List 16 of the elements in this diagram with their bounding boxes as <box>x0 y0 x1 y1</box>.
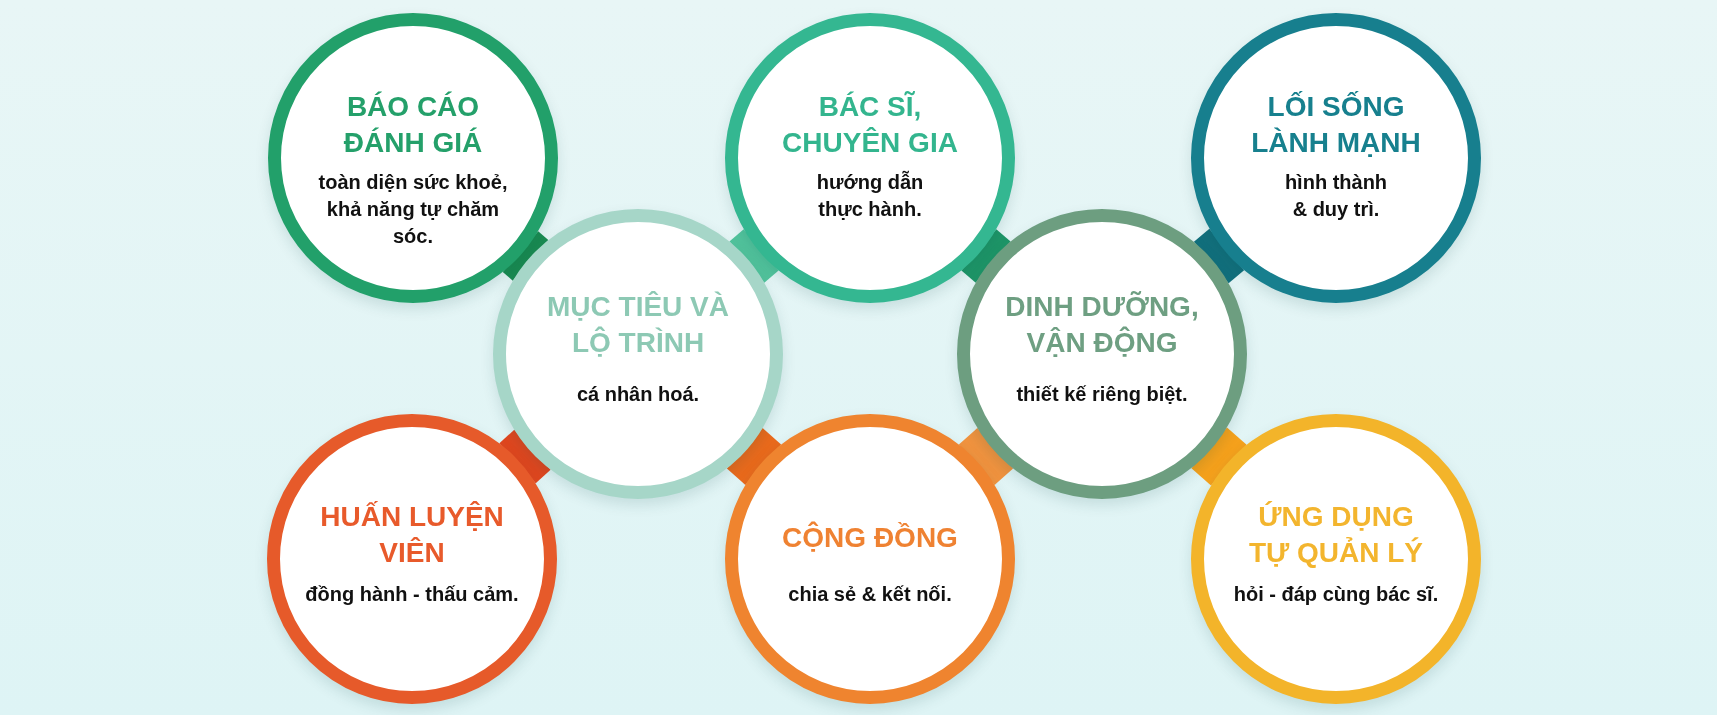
node-description: hình thành & duy trì. <box>1283 170 1389 222</box>
node-title: LỐI SỐNG LÀNH MẠNH <box>1250 90 1422 160</box>
node-title: MỤC TIÊU VÀ LỘ TRÌNH <box>546 290 730 360</box>
node-description: cá nhân hoá. <box>575 382 701 407</box>
node-title: DINH DƯỠNG, VẬN ĐỘNG <box>1004 290 1200 360</box>
node-description: chia sẻ & kết nối. <box>787 582 953 607</box>
node-description: hỏi - đáp cùng bác sĩ. <box>1232 582 1440 607</box>
node-title: ỨNG DỤNG TỰ QUẢN LÝ <box>1247 500 1425 570</box>
node-description: hướng dẫn thực hành. <box>815 169 925 222</box>
node-description: đồng hành - thấu cảm. <box>304 582 520 607</box>
node-description: thiết kế riêng biệt. <box>1015 382 1189 407</box>
node-title: HUẤN LUYỆN VIÊN <box>319 500 505 570</box>
node-title: BÁC SĨ, CHUYÊN GIA <box>781 90 959 160</box>
node-title: BÁO CÁO ĐÁNH GIÁ <box>342 90 484 160</box>
node-description: toàn diện sức khoẻ, khả năng tự chăm sóc. <box>317 170 509 249</box>
node-title: CỘNG ĐỒNG <box>781 520 959 555</box>
